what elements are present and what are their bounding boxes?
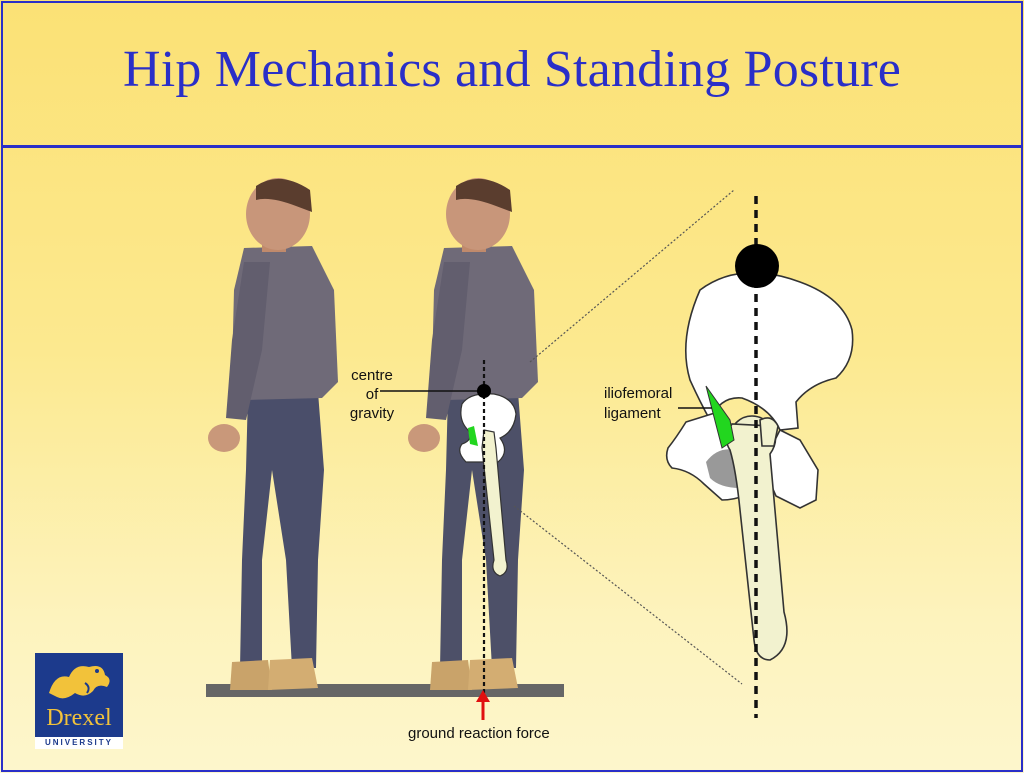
small-pelvis-femur	[459, 393, 517, 577]
label-ground-reaction-force: ground reaction force	[408, 725, 550, 742]
large-hip-detail	[665, 271, 854, 661]
iliofemoral-ligament	[705, 385, 735, 449]
drexel-logo[interactable]: Drexel UNIVERSITY	[35, 653, 123, 749]
logo-background	[35, 653, 123, 737]
zoom-connector-bottom	[513, 505, 743, 685]
standing-person-right	[408, 178, 538, 690]
dragon-icon	[49, 666, 110, 699]
centre-of-gravity-dot	[477, 384, 491, 398]
logo-name: Drexel	[46, 705, 112, 731]
label-iliofemoral: iliofemoral	[604, 385, 672, 402]
standing-person-left	[208, 178, 338, 690]
title-bar: Hip Mechanics and Standing Posture	[3, 3, 1021, 148]
label-of: of	[366, 386, 379, 403]
label-ligament: ligament	[604, 405, 662, 422]
label-gravity: gravity	[350, 405, 395, 422]
label-centre: centre	[351, 367, 393, 384]
centre-of-gravity-large-dot	[735, 244, 779, 288]
slide-title: Hip Mechanics and Standing Posture	[122, 40, 901, 98]
logo-subtitle: UNIVERSITY	[35, 737, 123, 749]
ground-reaction-force-arrow	[476, 690, 490, 720]
zoom-connector-top	[529, 189, 735, 363]
